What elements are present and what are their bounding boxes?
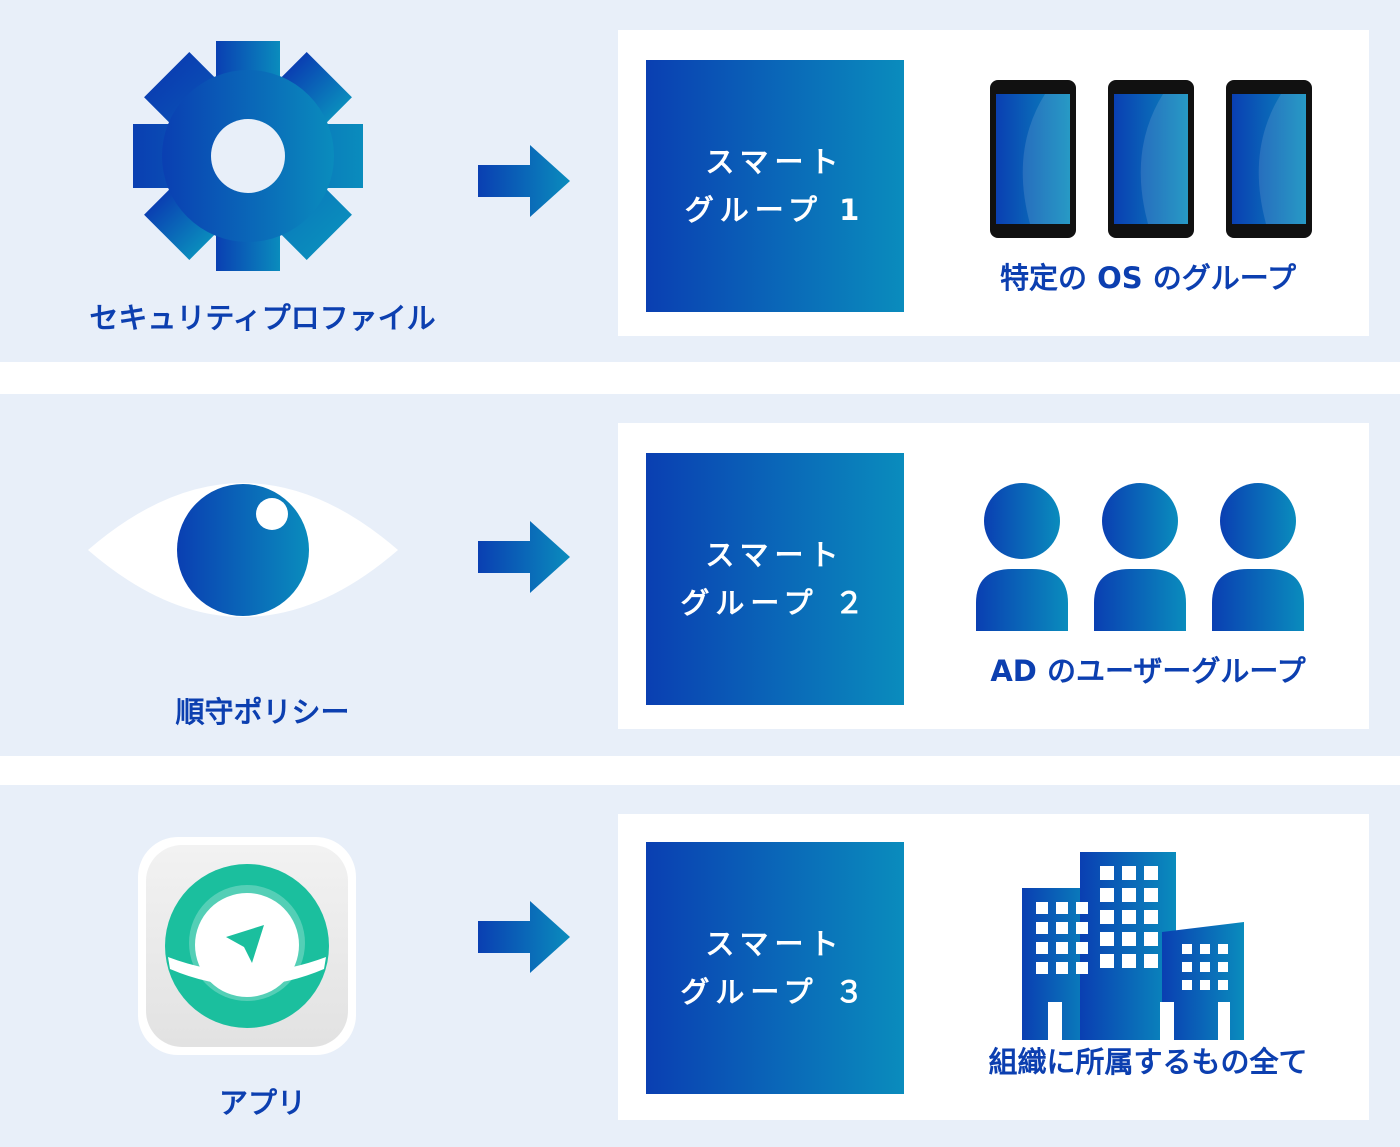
buildings-icon (1022, 852, 1244, 1040)
arrow-right-icon (478, 145, 570, 217)
smart-group-box: スマート グループ 1 (646, 60, 904, 312)
smartphones-icon (990, 80, 1312, 238)
arrow-right-icon (478, 901, 570, 973)
smart-group-line2: グループ ２ (680, 586, 870, 620)
gear-icon (133, 41, 363, 271)
smart-group-line2: グループ 1 (684, 193, 866, 227)
target-panel: スマート グループ 1 (618, 30, 1369, 336)
row-app: アプリ スマート グループ ３ (0, 785, 1400, 1147)
row-security-profile: セキュリティプロファイル スマート グループ 1 (0, 0, 1400, 362)
target-label: 特定の OS のグループ (1000, 261, 1296, 295)
app-icon (138, 837, 356, 1055)
target-panel: スマート グループ ３ (618, 814, 1369, 1120)
left-label: 順守ポリシー (175, 695, 350, 729)
smart-group-line2: グループ ３ (680, 975, 870, 1009)
smart-group-line1: スマート (705, 927, 845, 961)
eye-icon (88, 483, 398, 617)
target-label: 組織に所属するもの全て (988, 1045, 1308, 1079)
left-label: セキュリティプロファイル (89, 301, 436, 335)
arrow-right-icon (478, 521, 570, 593)
row-compliance-policy: 順守ポリシー スマート グループ ２ (0, 394, 1400, 756)
target-label: AD のユーザーグループ (990, 654, 1306, 688)
smart-group-line1: スマート (705, 538, 845, 572)
smart-group-box: スマート グループ ３ (646, 842, 904, 1094)
smart-group-line1: スマート (705, 145, 845, 179)
user-icon (976, 483, 1068, 631)
smart-group-box: スマート グループ ２ (646, 453, 904, 705)
left-label: アプリ (218, 1086, 306, 1120)
users-icon (976, 483, 1304, 631)
phone-icon (990, 80, 1076, 238)
target-panel: スマート グループ ２ (618, 423, 1369, 729)
